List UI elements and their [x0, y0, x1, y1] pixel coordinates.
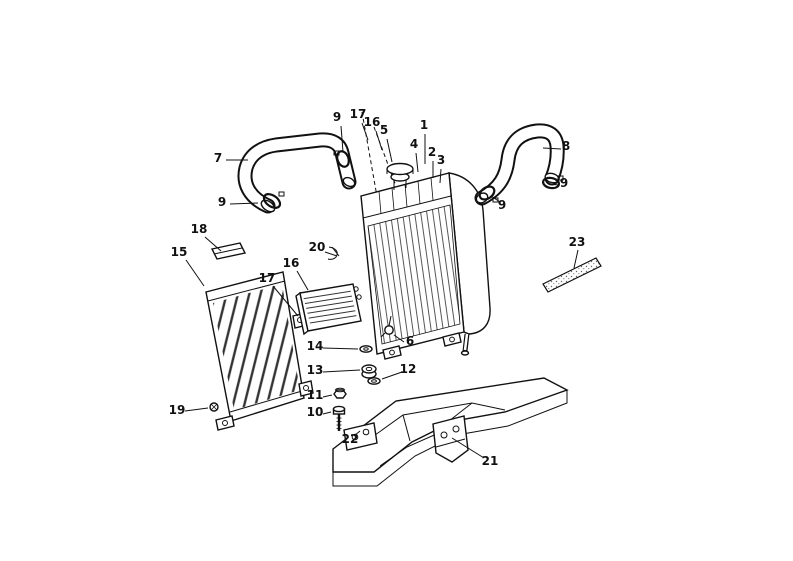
bracket-21: [432, 415, 469, 463]
part-number-16: 16: [283, 256, 300, 270]
nut-11: [333, 387, 347, 399]
radiator-side-tank: [448, 172, 491, 335]
part-number-9: 9: [333, 110, 341, 124]
leader-line: [322, 394, 333, 398]
oil-cooler-fins: [303, 288, 357, 327]
part-number-1: 1: [420, 118, 428, 132]
leader-line: [184, 407, 209, 412]
radiator: [360, 162, 491, 360]
leader-line: [340, 125, 344, 153]
washer-14: [359, 345, 373, 353]
leader-line: [322, 411, 332, 415]
part-number-6: 6: [406, 334, 414, 348]
part-number-15: 15: [171, 245, 188, 259]
bracket-22: [343, 422, 378, 451]
leader-line: [393, 334, 405, 343]
leader-line: [229, 202, 259, 205]
part-number-8: 8: [562, 139, 570, 153]
part-number-3: 3: [437, 153, 445, 167]
trim-strip-23: [542, 257, 602, 293]
part-number-20: 20: [309, 240, 326, 254]
support-frame: [332, 377, 569, 487]
part-number-4: 4: [410, 137, 418, 151]
leader-line: [324, 251, 338, 257]
part-number-2: 2: [428, 145, 436, 159]
leader-line: [573, 249, 579, 269]
part-number-16: 16: [364, 115, 381, 129]
part-number-18: 18: [191, 222, 208, 236]
part-number-14: 14: [307, 339, 324, 353]
oil-cooler: [295, 283, 362, 336]
radiator-hose-right: [474, 123, 565, 206]
leader-line: [296, 270, 309, 291]
hose-clamp-left-lower: [262, 191, 285, 209]
part-number-10: 10: [307, 405, 324, 419]
drain-plug: [380, 315, 394, 338]
leader-line: [322, 369, 361, 373]
leader-line: [322, 347, 359, 350]
part-number-17: 17: [350, 107, 367, 121]
part-number-19: 19: [169, 403, 186, 417]
part-number-23: 23: [569, 235, 586, 249]
part-number-11: 11: [307, 388, 324, 402]
auxiliary-radiator: [205, 271, 314, 431]
leader-line: [375, 130, 383, 151]
grommet-13: [361, 364, 377, 379]
clip-20: [327, 246, 340, 260]
part-number-21: 21: [482, 454, 499, 468]
part-number-17: 17: [259, 271, 276, 285]
radiator-core: [367, 204, 461, 345]
part-number-9: 9: [560, 176, 568, 190]
bolt-10: [332, 405, 346, 431]
radiator-mount-feet: [382, 332, 462, 360]
leader-line: [542, 147, 562, 150]
leader-line: [272, 285, 299, 317]
radiator-filler-cap: [386, 162, 414, 190]
leader-line: [204, 236, 222, 252]
part-number-5: 5: [380, 123, 388, 137]
leader-line: [451, 437, 485, 459]
leader-line: [547, 183, 560, 186]
part-number-7: 7: [214, 151, 222, 165]
leader-line: [415, 152, 419, 173]
part-number-12: 12: [400, 362, 417, 376]
radiator-bottom-pipe: [460, 333, 470, 356]
auxiliary-radiator-slats: [213, 284, 300, 410]
part-number-13: 13: [307, 363, 324, 377]
leader-line: [185, 259, 205, 287]
screw-19: [209, 402, 219, 412]
hose-clamp-right-lower: [478, 185, 499, 203]
leader-line: [353, 430, 361, 437]
bushing-12: [367, 377, 381, 385]
bracket-18: [210, 242, 247, 260]
leader-line: [439, 168, 442, 184]
leader-line: [386, 138, 393, 163]
part-number-9: 9: [218, 195, 226, 209]
leader-line: [361, 122, 369, 141]
hose-clamp-left-upper: [333, 150, 350, 168]
part-number-9: 9: [498, 198, 506, 212]
part-number-22: 22: [342, 432, 359, 446]
hose-clamp-right-upper: [541, 175, 564, 190]
leader-line: [490, 195, 501, 203]
leader-line: [381, 371, 403, 380]
